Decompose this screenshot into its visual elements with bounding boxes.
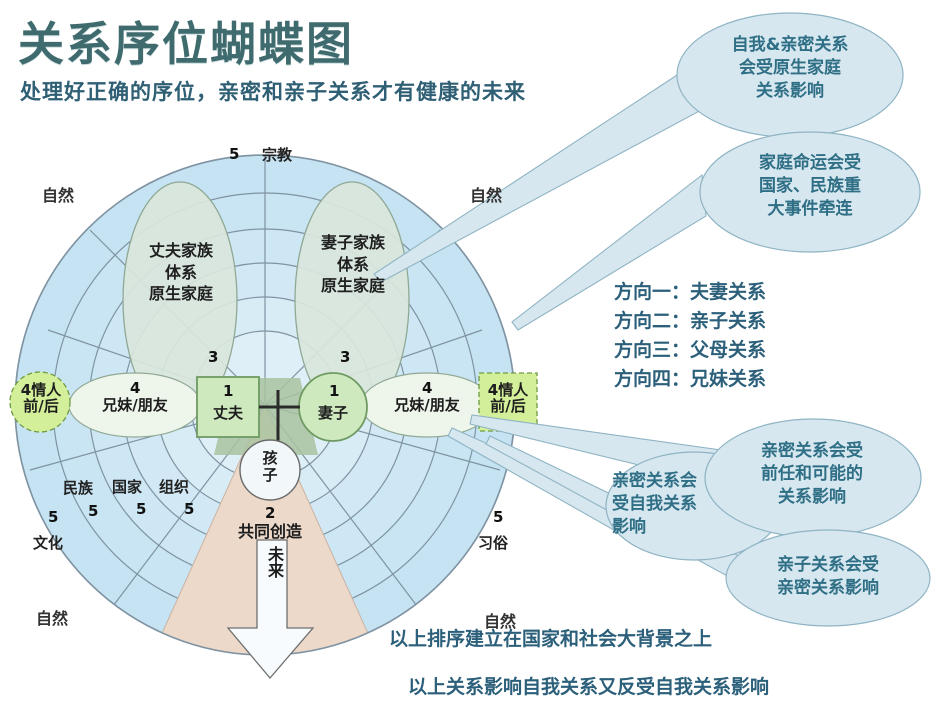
husband-family-line1: 丈夫家族	[148, 241, 213, 260]
future-label: 共同创造	[237, 522, 302, 541]
religion-ring-label: 宗教	[262, 146, 293, 164]
custom-number: 5	[493, 508, 504, 526]
country-label: 国家	[112, 478, 143, 496]
ethnic-label: 民族	[63, 479, 94, 497]
lover-right-line1: 4情人	[487, 381, 529, 399]
culture-label: 文化	[33, 534, 64, 552]
wife-family-line3: 原生家庭	[320, 276, 385, 296]
direction-item-4: 方向四：兄妹关系	[614, 367, 767, 390]
bottom-note-2: 以上关系影响自我关系又反受自我关系影响	[408, 676, 770, 698]
callout-self-relation: 亲密关系会 受自我关系 影响	[612, 470, 772, 539]
child-label-line1: 孩	[262, 449, 278, 467]
sibling-left-label[interactable]: 兄妹/朋友	[102, 396, 168, 414]
callout-2-line-1: 家庭命运会受	[759, 153, 861, 173]
nature-label-bottom-left: 自然	[36, 609, 69, 628]
future-arrow-text: 未来	[265, 546, 284, 578]
child-label-line2: 子	[262, 465, 278, 484]
callout-parent-child: 亲子关系会受 亲密关系影响	[728, 554, 928, 600]
wife-number: 1	[329, 382, 340, 400]
organization-number: 5	[184, 500, 195, 518]
religion-ring-number: 5	[229, 145, 240, 163]
callout-3-line-1: 亲密关系会	[612, 471, 697, 491]
direction-item-2: 方向二：亲子关系	[614, 309, 767, 332]
bottom-note-1: 以上排序建立在国家和社会大背景之上	[389, 628, 713, 650]
wife-family-number: 3	[340, 348, 351, 366]
husband-number: 1	[223, 382, 234, 400]
callout-origin-family: 自我&亲密关系 会受原生家庭 关系影响	[690, 34, 890, 103]
lover-left-circle	[9, 371, 71, 433]
page-title: 关系序位蝴蝶图	[18, 17, 354, 71]
sibling-left-number: 4	[130, 379, 141, 397]
lover-left-line1: 4情人	[20, 381, 62, 399]
lover-left-label[interactable]: 4情人 前/后	[10, 381, 72, 415]
lover-left-line2: 前/后	[23, 396, 59, 415]
callout-3-line-3: 影响	[612, 517, 646, 538]
nature-label-top-right: 自然	[470, 186, 503, 205]
husband-family-number: 3	[208, 348, 219, 366]
direction-item-3: 方向三：父母关系	[614, 338, 767, 361]
page-subtitle: 处理好正确的序位，亲密和亲子关系才有健康的未来	[20, 80, 526, 104]
direction-item-1: 方向一：夫妻关系	[614, 281, 767, 303]
callout-1-line-3: 关系影响	[756, 81, 824, 102]
callout-1-line-2: 会受原生家庭	[739, 58, 841, 79]
callout-5-line-1: 亲子关系会受	[777, 555, 879, 575]
sibling-right-number: 4	[422, 379, 433, 397]
future-arrow	[226, 539, 315, 680]
callout-2-line-2: 国家、民族重	[759, 176, 861, 197]
wife-family-line1: 妻子家族	[320, 233, 385, 252]
husband-label[interactable]: 丈夫	[212, 404, 243, 422]
husband-family-line2: 体系	[164, 262, 197, 282]
country-number: 5	[136, 500, 147, 518]
callout-ex-lover: 亲密关系会受 前任和可能的 关系影响	[712, 440, 912, 509]
callout-nation-event: 家庭命运会受 国家、民族重 大事件牵连	[712, 152, 908, 221]
future-number: 2	[265, 504, 276, 522]
lover-right-line2: 前/后	[490, 396, 526, 415]
child-label[interactable]: 孩 子	[240, 450, 300, 484]
nature-label-bottom-right: 自然	[484, 612, 517, 631]
direction-list: 方向一：夫妻关系 方向二：亲子关系 方向三：父母关系 方向四：兄妹关系	[614, 278, 766, 394]
husband-family-label: 丈夫家族 体系 原生家庭	[131, 240, 231, 305]
husband-node	[196, 376, 260, 438]
child-node	[239, 439, 301, 501]
nature-label-top-left: 自然	[42, 186, 75, 205]
callout-4-line-2: 前任和可能的	[761, 464, 863, 485]
callout-3-line-2: 受自我关系	[612, 494, 697, 515]
culture-number: 5	[48, 508, 59, 526]
organization-label: 组织	[159, 478, 190, 496]
callout-bubble-2	[699, 131, 921, 253]
wife-family-line2: 体系	[336, 254, 369, 274]
custom-label: 习俗	[478, 534, 509, 552]
callout-4-line-3: 关系影响	[778, 487, 846, 508]
wife-family-label: 妻子家族 体系 原生家庭	[303, 232, 403, 297]
callout-1-line-1: 自我&亲密关系	[731, 35, 849, 55]
callout-4-line-1: 亲密关系会受	[761, 441, 863, 461]
lover-right-label[interactable]: 4情人 前/后	[477, 381, 539, 415]
callout-2-line-3: 大事件牵连	[767, 199, 853, 220]
sibling-right-label[interactable]: 兄妹/朋友	[394, 396, 460, 414]
callout-5-line-2: 亲密关系影响	[777, 578, 879, 599]
husband-family-line3: 原生家庭	[148, 284, 213, 304]
callout-bubble-5	[725, 529, 931, 627]
ethnic-number: 5	[88, 502, 99, 520]
wife-label[interactable]: 妻子	[317, 404, 348, 422]
